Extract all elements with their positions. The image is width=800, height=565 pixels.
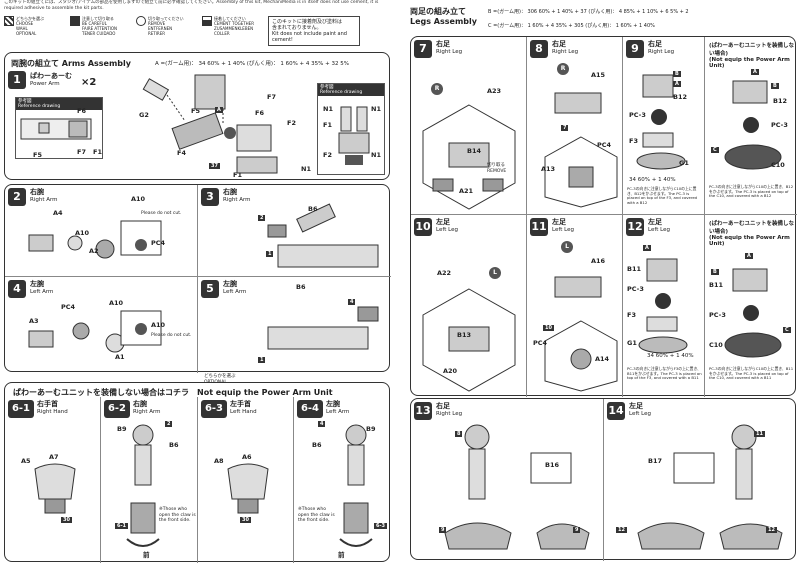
right-leg-8-diagram — [544, 92, 618, 208]
left-page: このキットの組立てには、スタジオ/アイテムの部品を使用しますので組立て前に必ず確… — [4, 0, 396, 565]
left-leg-12-diagram — [638, 258, 688, 354]
paint-c: C =(ガーム用)： 1 60% + 4 35% + 305 (ぴんく用)： 1… — [488, 23, 655, 29]
step-9-no-unit: (ぱわーあーむユニットを装備しない場合)(Not equip the Power… — [705, 37, 797, 215]
left-hand-diagram — [227, 463, 269, 514]
legend-item: どちらかを選ぶ CHOOSE WAHL OPTIONAL — [4, 16, 66, 46]
left-arm-assembly — [267, 306, 379, 350]
remove-icon — [136, 16, 146, 26]
no-unit-box: ぱわーあーむユニットを装備しない場合はコチラ Not equip the Pow… — [4, 382, 390, 563]
right-arm-diagram — [28, 220, 162, 259]
step-title: ぱわーあーむ Power Arm — [30, 72, 72, 87]
arm-reference-sketch — [20, 118, 92, 140]
left-leg-final-diagram — [637, 424, 783, 550]
top-note: このキットの組立てには、スタジオ/アイテムの部品を使用しますので組立て前に必ず確… — [4, 0, 379, 11]
count-badge: ×2 — [81, 77, 97, 88]
step-12-no-unit: (ぱわーあーむユニットを装備しない場合)(Not equip the Power… — [709, 221, 795, 380]
left-arm-diagram — [28, 310, 162, 353]
step-number: 1 — [8, 71, 26, 89]
legend-item: 接着してください CEMENT TOGETHER ZUSAMMENKLEBEN … — [202, 16, 264, 46]
right-leg-9-diagram — [636, 74, 686, 170]
right-leg-hex-diagram — [422, 104, 516, 210]
step-1-box: 両腕の組立て Arms Assembly A =(ガーム用)： 34 60% +… — [4, 52, 390, 180]
left-leg-no-unit-diagram — [724, 268, 782, 358]
no-unit-title: ぱわーあーむユニットを装備しない場合はコチラ Not equip the Pow… — [13, 388, 333, 397]
left-leg-hex-diagram — [422, 288, 516, 392]
kit-note: このキットに接着剤及び塗料は 含まれておりません。 Kit does not i… — [268, 16, 360, 46]
cement-icon — [202, 16, 212, 26]
legend: どちらかを選ぶ CHOOSE WAHL OPTIONAL 注意して切り取る BE… — [4, 16, 396, 46]
right-hand-diagram — [34, 463, 76, 514]
legend-item: 注意して切り取る BE CAREFUL FAIRE ATTENTION TENE… — [70, 16, 132, 46]
right-leg-final-diagram — [444, 424, 590, 550]
paint-b: B =(ガーム用)： 306 60% + 1 40% + 37 (ぴんく用)： … — [488, 9, 689, 15]
section-title: 両腕の組立て Arms Assembly — [11, 59, 131, 68]
legend-item: 切り取ってください REMOVE ENTFERNEN RETIRER — [136, 16, 198, 46]
right-arm-6-2-diagram — [126, 424, 160, 547]
left-leg-11-diagram — [544, 276, 618, 392]
right-arm-assembly — [267, 203, 379, 268]
caution-icon — [70, 16, 80, 26]
arm-exploded-view — [142, 74, 278, 174]
arm-reference-sketch-2 — [338, 106, 370, 165]
left-arm-6-4-diagram — [339, 424, 373, 547]
paint-formula: A =(ガーム用)： 34 60% + 1 40% (ぴんく用)： 1 60% … — [155, 61, 349, 67]
right-leg-no-unit-diagram — [724, 80, 782, 170]
cut-icon — [4, 16, 14, 26]
